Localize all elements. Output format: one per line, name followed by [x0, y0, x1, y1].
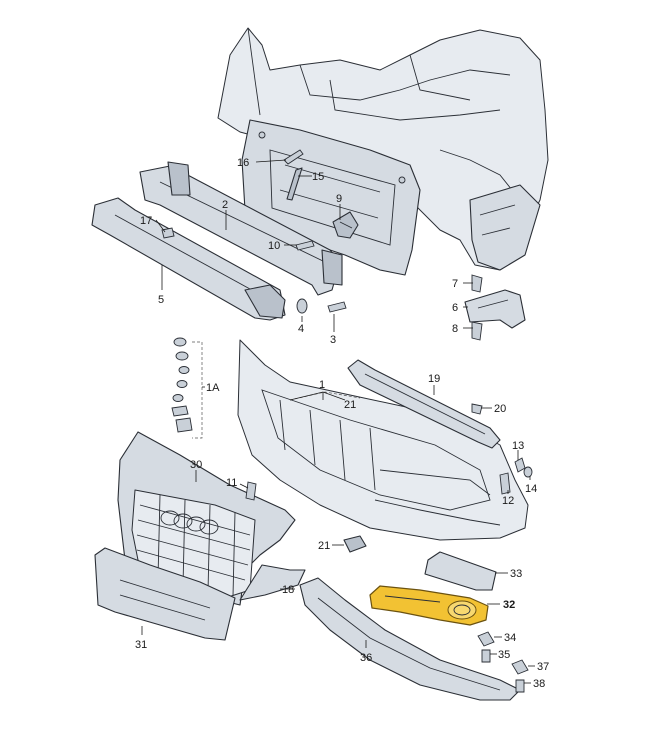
plate-bracket-31 [94, 547, 236, 641]
callout-34: 34 [504, 632, 516, 644]
clip-34 [477, 631, 495, 647]
lock-latch-9 [332, 211, 359, 239]
callout-35: 35 [498, 649, 510, 661]
bolt-10 [295, 240, 315, 251]
bolt-35 [481, 649, 491, 663]
bumper-guide-19 [347, 359, 501, 449]
bolt-38 [515, 679, 525, 693]
bumper-reinforcement-2 [139, 161, 343, 296]
callout-21-top: 21 [344, 399, 356, 411]
bolt-8 [471, 321, 483, 341]
callout-20: 20 [494, 403, 506, 415]
callout-33: 33 [510, 568, 522, 580]
callout-12: 12 [502, 495, 514, 507]
callout-7: 7 [452, 278, 458, 290]
clip-17 [161, 227, 175, 239]
bolt-11 [245, 481, 257, 501]
callout-36: 36 [360, 652, 372, 664]
screw-set-1A [171, 337, 203, 439]
nut-4 [296, 298, 308, 314]
callout-37: 37 [537, 661, 549, 673]
callout-19: 19 [428, 373, 440, 385]
callout-9: 9 [336, 193, 342, 205]
callout-32: 32 [503, 599, 515, 611]
bumper-cover-1 [237, 339, 529, 541]
callout-4: 4 [298, 323, 304, 335]
callout-3: 3 [330, 334, 336, 346]
bolt-16 [283, 149, 304, 165]
callout-16: 16 [237, 157, 249, 169]
callout-5: 5 [158, 294, 164, 306]
callout-8: 8 [452, 323, 458, 335]
callout-30: 30 [190, 459, 202, 471]
nut-37 [511, 659, 529, 675]
energy-absorber-5 [91, 197, 286, 321]
bolt-3 [327, 301, 347, 313]
bracket-12 [499, 472, 511, 495]
leader-lines [141, 159, 535, 684]
bolt-7 [471, 274, 483, 293]
callout-11: 11 [226, 477, 237, 489]
callout-6: 6 [452, 302, 458, 314]
guide-bracket-6 [464, 289, 526, 329]
nut-14 [523, 466, 533, 478]
fog-light-grille-32 [369, 585, 489, 626]
callout-21-lower: 21 [318, 540, 330, 552]
callout-17: 17 [140, 215, 152, 227]
callout-1: 1 [319, 379, 325, 391]
callout-38: 38 [533, 678, 545, 690]
lower-spoiler-36 [299, 577, 521, 701]
trim-18 [239, 564, 306, 601]
callout-10: 10 [268, 240, 280, 252]
callout-2: 2 [222, 199, 228, 211]
tow-cap-21 [343, 535, 367, 553]
callout-labels: 16 15 2 9 17 10 7 6 8 5 4 3 1 21 19 20 1… [135, 157, 549, 690]
callout-15: 15 [312, 171, 324, 183]
callout-14: 14 [525, 483, 537, 495]
callout-18: 18 [282, 584, 294, 596]
bolt-20 [471, 403, 483, 415]
callout-31: 31 [135, 639, 147, 651]
trim-strip-33 [424, 551, 497, 591]
clip-13 [514, 457, 526, 473]
callout-1A: 1A [206, 382, 220, 394]
callout-13: 13 [512, 440, 524, 452]
